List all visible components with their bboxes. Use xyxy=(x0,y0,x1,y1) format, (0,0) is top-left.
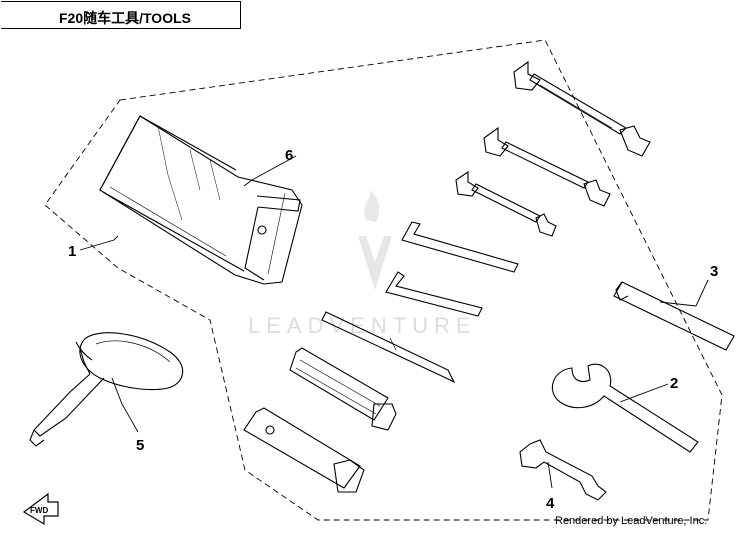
diagram-title: F20随车工具/TOOLS xyxy=(59,10,191,26)
screwdriver-bit xyxy=(321,311,456,384)
callout-5: 5 xyxy=(136,437,144,454)
callout-6: 6 xyxy=(285,147,293,164)
small-hex-key xyxy=(385,271,483,317)
tommy-bar xyxy=(613,281,735,351)
medium-open-end-wrench xyxy=(483,126,611,207)
large-hex-key xyxy=(401,221,519,273)
leader-lines xyxy=(79,155,709,489)
large-open-end-wrench xyxy=(513,60,651,157)
funnel xyxy=(29,332,184,447)
callout-3: 3 xyxy=(710,263,718,280)
tool-pouch xyxy=(99,115,303,285)
rendered-by-footer: Rendered by LeadVenture, Inc. xyxy=(555,515,708,527)
hook-spanner-wrench xyxy=(551,363,699,453)
socket-tube-wrench xyxy=(243,407,365,493)
screwdriver-handle xyxy=(289,347,397,431)
dashed-outline xyxy=(44,39,723,521)
small-open-end-wrench xyxy=(519,439,607,501)
watermark: LEADVENTURE xyxy=(248,190,477,338)
watermark-text: LEADVENTURE xyxy=(248,313,477,338)
fwd-direction-badge: FWD xyxy=(22,492,59,526)
callout-4: 4 xyxy=(546,495,555,512)
callout-1: 1 xyxy=(68,243,76,260)
small-double-wrench xyxy=(455,170,557,237)
callout-2: 2 xyxy=(670,375,678,392)
title-box: F20随车工具/TOOLS xyxy=(1,1,241,29)
fwd-label: FWD xyxy=(30,506,48,515)
